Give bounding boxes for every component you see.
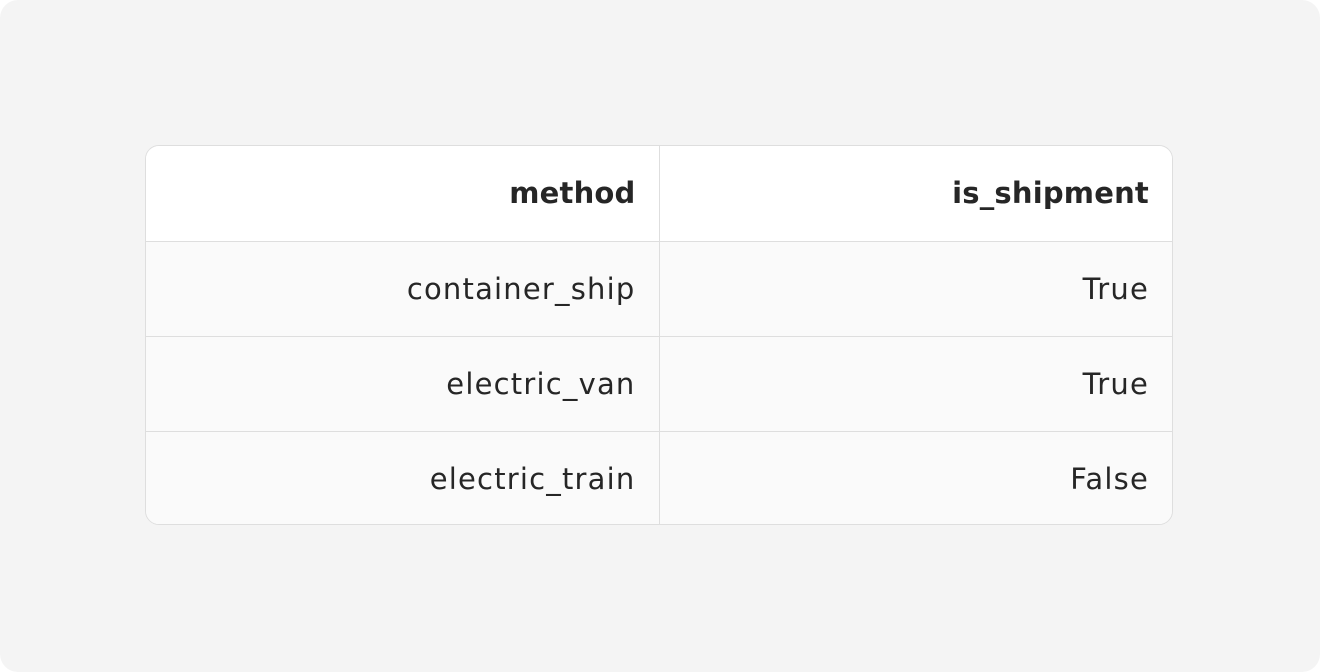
table-row: electric_train False: [146, 431, 1172, 524]
cell-is-shipment: False: [659, 431, 1172, 524]
data-table-card: method is_shipment container_ship True e…: [145, 145, 1173, 525]
cell-is-shipment: True: [659, 241, 1172, 337]
table-row: electric_van True: [146, 336, 1172, 432]
column-header-method: method: [146, 146, 660, 242]
column-header-is-shipment: is_shipment: [659, 146, 1172, 242]
data-table: method is_shipment container_ship True e…: [146, 146, 1172, 524]
table-row: container_ship True: [146, 241, 1172, 337]
cell-method: container_ship: [146, 241, 660, 337]
cell-method: electric_train: [146, 431, 660, 524]
cell-is-shipment: True: [659, 336, 1172, 432]
cell-method: electric_van: [146, 336, 660, 432]
table-header-row: method is_shipment: [146, 146, 1172, 242]
